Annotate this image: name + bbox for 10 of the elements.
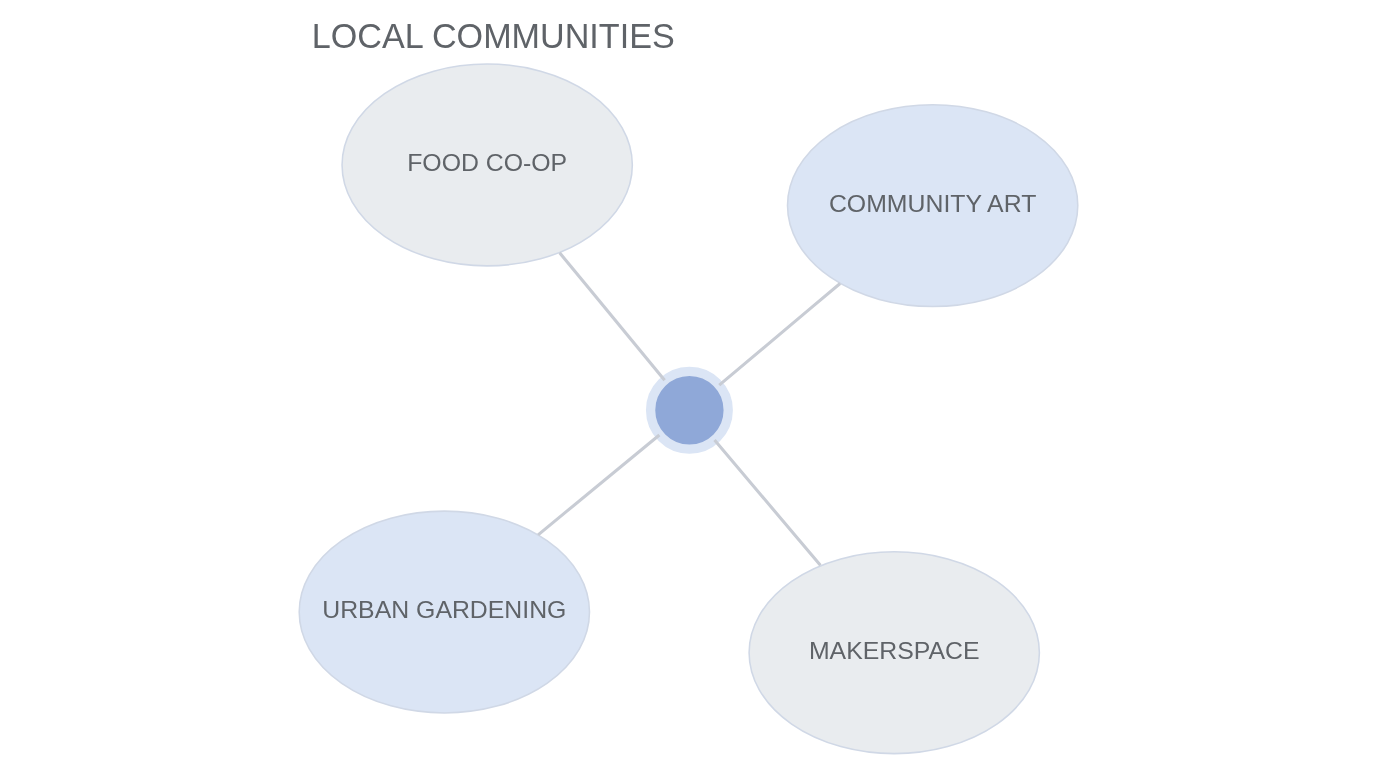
node-ellipse: MAKERSPACE <box>747 551 1040 755</box>
connector <box>717 282 841 387</box>
node-circle <box>645 366 733 454</box>
connector <box>557 251 666 382</box>
node-ellipse: URBAN GARDENING <box>297 510 590 714</box>
diagram-title: LOCAL COMMUNITIES <box>311 16 675 55</box>
connector <box>712 438 822 567</box>
node-ellipse: COMMUNITY ART <box>786 103 1079 308</box>
connector <box>536 433 660 536</box>
node-ellipse: FOOD CO-OP <box>340 63 633 267</box>
